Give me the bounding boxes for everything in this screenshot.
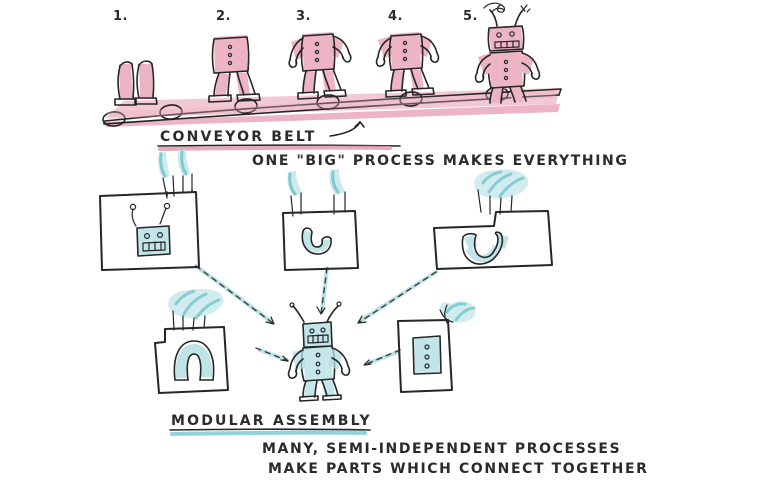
conveyor-belt: [102, 86, 562, 127]
part-robot-hands: [461, 231, 509, 265]
chimney-smoke: [168, 288, 224, 331]
belt-roller: [399, 91, 423, 107]
chimney-smoke: [287, 169, 346, 217]
stage-label-2: 2.: [216, 9, 231, 24]
arrow-hands-factory-to-robot: [357, 270, 438, 324]
conveyor-stage-1: [114, 60, 158, 106]
conveyor-stage-3: [288, 32, 352, 100]
chimney-smoke: [439, 301, 476, 325]
chimney-smoke: [474, 169, 529, 215]
belt-roller: [316, 94, 340, 110]
stage-label-1: 1.: [113, 9, 128, 24]
belt-roller: [102, 111, 126, 127]
conveyor-belt-scene: 1. 2. 3. 4. 5.: [102, 2, 628, 169]
modular-assembly-heading: MODULAR ASSEMBLY: [171, 413, 372, 429]
stage-label-4: 4.: [388, 9, 403, 24]
arrow-legs-factory-to-robot: [255, 347, 289, 362]
arrow-arm-factory-to-robot: [316, 266, 329, 315]
part-robot-torso: [412, 335, 442, 375]
chimney-smoke: [158, 149, 193, 199]
conveyor-belt-heading: CONVEYOR BELT: [160, 129, 316, 145]
factory-arm-left: [282, 169, 359, 271]
belt-roller: [159, 104, 183, 120]
factory-legs: [154, 288, 229, 394]
factory-arm-right: [433, 169, 553, 270]
conveyor-stage-5: [474, 2, 541, 104]
stage-label-3: 3.: [296, 9, 311, 24]
part-robot-head: [129, 202, 171, 257]
modular-assembly-caption-line-1: MANY, SEMI-INDEPENDENT PROCESSES: [262, 441, 621, 457]
modular-assembly-caption-line-2: MAKE PARTS WHICH CONNECT TOGETHER: [268, 461, 649, 477]
arrow-head-factory-to-robot: [194, 264, 275, 325]
factory-torso: [397, 301, 476, 393]
arrow-torso-factory-to-robot: [363, 349, 401, 366]
belt-direction-arrow: [329, 121, 365, 137]
conveyor-stage-2: [208, 35, 261, 103]
part-robot-arm: [301, 227, 332, 255]
factory-head: [99, 149, 200, 271]
assembly-arrows: [194, 264, 438, 366]
modular-assembly-heading-group: MODULAR ASSEMBLY: [169, 413, 372, 436]
belt-roller: [234, 98, 258, 114]
conveyor-belt-heading-group: CONVEYOR BELT: [157, 121, 401, 151]
stage-label-5: 5.: [463, 9, 478, 24]
conveyor-stage-4: [375, 32, 440, 98]
part-robot-legs: [173, 340, 215, 381]
modular-assembly-scene: MODULAR ASSEMBLY MANY, SEMI-INDEPENDENT …: [99, 149, 649, 477]
assembled-robot: [287, 301, 351, 402]
conveyor-belt-caption: ONE "BIG" PROCESS MAKES EVERYTHING: [252, 153, 628, 169]
